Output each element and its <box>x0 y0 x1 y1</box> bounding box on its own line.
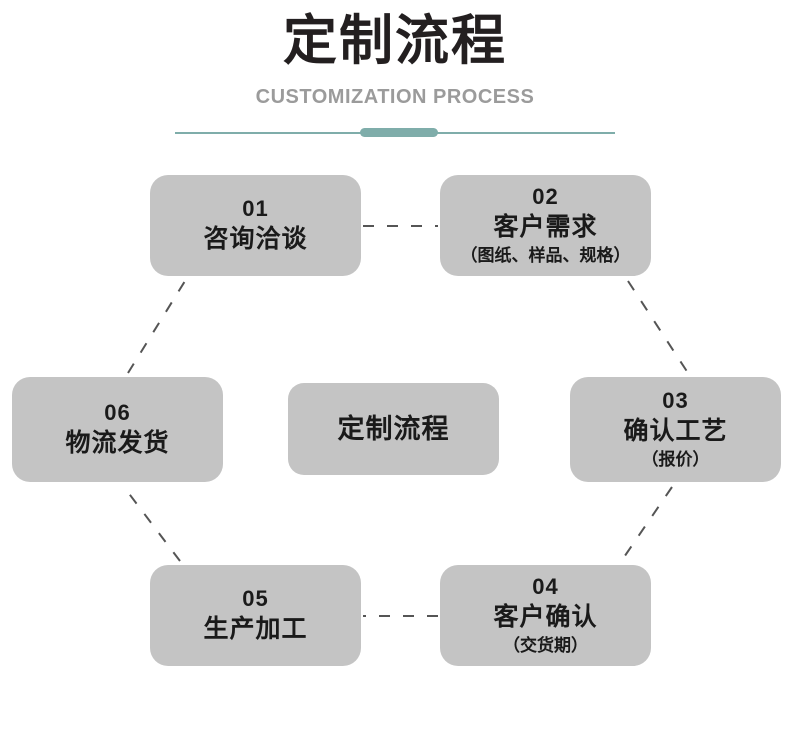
step-number: 01 <box>242 196 269 221</box>
connector-06-01 <box>127 280 186 374</box>
step-title: 客户需求 <box>493 213 598 241</box>
page-title: 定制流程 <box>283 11 507 71</box>
step-title: 生产加工 <box>203 615 308 643</box>
connector-02-03 <box>627 280 689 374</box>
step-subtitle: （交货期） <box>503 636 588 655</box>
process-step-05[interactable]: 05 生产加工 <box>150 565 361 666</box>
step-subtitle: （报价） <box>641 450 710 469</box>
step-number: 06 <box>104 400 131 425</box>
connector-03-04 <box>619 486 673 564</box>
process-step-02[interactable]: 02 客户需求 （图纸、样品、规格） <box>440 175 651 276</box>
process-step-06[interactable]: 06 物流发货 <box>12 377 223 482</box>
process-center-hub: 定制流程 <box>288 383 499 475</box>
connector-lines <box>123 225 689 617</box>
step-title: 物流发货 <box>65 429 170 457</box>
step-number: 02 <box>532 184 559 209</box>
step-number: 03 <box>662 388 689 413</box>
connector-05-06 <box>123 486 181 562</box>
center-title: 定制流程 <box>337 413 450 444</box>
step-title: 咨询洽谈 <box>203 225 308 253</box>
page-header: 定制流程 CUSTOMIZATION PROCESS <box>0 0 790 155</box>
step-title: 确认工艺 <box>623 417 728 445</box>
step-number: 05 <box>242 586 269 611</box>
step-number: 04 <box>532 574 559 599</box>
step-title: 客户确认 <box>493 603 598 631</box>
page-subtitle: CUSTOMIZATION PROCESS <box>255 86 535 108</box>
process-step-01[interactable]: 01 咨询洽谈 <box>150 175 361 276</box>
step-subtitle: （图纸、样品、规格） <box>460 246 631 265</box>
process-step-03[interactable]: 03 确认工艺 （报价） <box>570 377 781 482</box>
process-step-04[interactable]: 04 客户确认 （交货期） <box>440 565 651 666</box>
title-divider <box>175 126 615 140</box>
divider-knob <box>360 128 438 137</box>
process-flow-diagram: 01 咨询洽谈 02 客户需求 （图纸、样品、规格） 03 确认工艺 （报价） … <box>0 155 790 745</box>
